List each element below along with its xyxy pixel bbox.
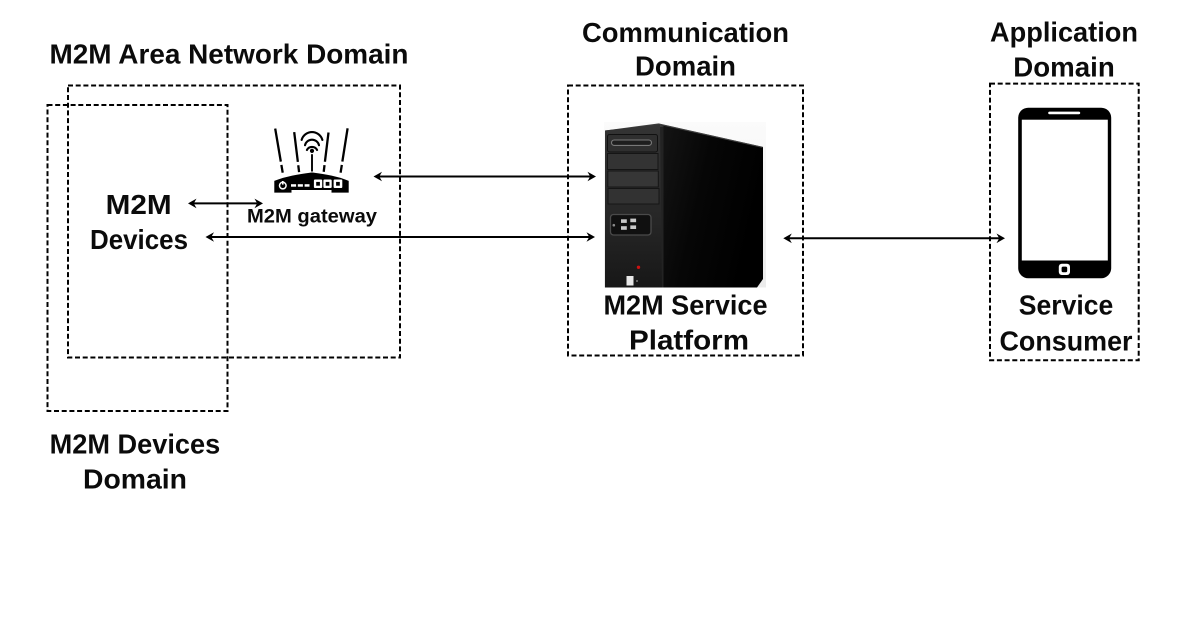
svg-text:Service: Service xyxy=(1019,290,1114,321)
svg-text:Domain: Domain xyxy=(83,463,187,494)
svg-text:M2M: M2M xyxy=(106,189,172,220)
svg-text:Application: Application xyxy=(990,17,1138,48)
svg-text:M2M Service: M2M Service xyxy=(604,290,768,321)
svg-text:Domain: Domain xyxy=(635,51,736,82)
svg-text:Consumer: Consumer xyxy=(1000,326,1133,357)
svg-text:Platform: Platform xyxy=(629,325,749,356)
svg-text:M2M gateway: M2M gateway xyxy=(247,206,377,228)
svg-text:Domain: Domain xyxy=(1013,52,1115,83)
svg-text:M2M Devices: M2M Devices xyxy=(50,428,221,459)
svg-text:M2M Area Network Domain: M2M Area Network Domain xyxy=(50,39,409,70)
svg-text:Devices: Devices xyxy=(90,224,188,255)
svg-text:Communication: Communication xyxy=(582,17,789,48)
